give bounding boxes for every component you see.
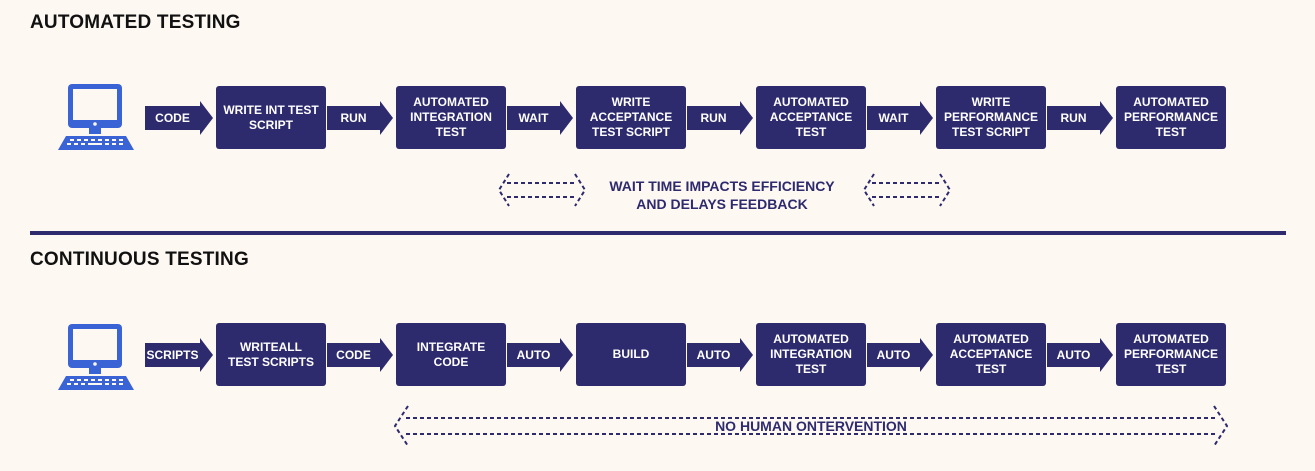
step-integrate-code: INTEGRATE CODE [396,323,506,386]
step-automated-integration-test: AUTOMATED INTEGRATION TEST [756,323,866,386]
section-divider [30,231,1286,235]
continuous-testing-title: CONTINUOUS TESTING [30,249,249,270]
step-write-performance-test-script: WRITE PERFORMANCE TEST SCRIPT [936,86,1046,149]
dashed-double-arrow-icon [862,173,952,207]
flow-arrow-auto: AUTO [867,338,933,372]
flow-arrow-run: RUN [1047,101,1113,135]
step-write-acceptance-test-script: WRITE ACCEPTANCE TEST SCRIPT [576,86,686,149]
computer-icon [58,84,134,150]
step-write-int-test-script: WRITE INT TEST SCRIPT [216,86,326,149]
flow-arrow-code: CODE [145,101,213,135]
flow-arrow-run: RUN [687,101,753,135]
no-human-intervention-note: NO HUMAN ONTERVENTION [715,418,907,434]
flow-arrow-code: CODE [327,338,393,372]
flow-arrow-auto: AUTO [1047,338,1113,372]
step-automated-performance-test: AUTOMATED PERFORMANCE TEST [1116,323,1226,386]
flow-arrow-auto: AUTO [507,338,573,372]
step-automated-acceptance-test: AUTOMATED ACCEPTANCE TEST [936,323,1046,386]
flow-arrow-scripts: SCRIPTS [145,338,213,372]
flow-arrow-wait: WAIT [507,101,573,135]
flow-arrow-run: RUN [327,101,393,135]
step-write-all-test-scripts: WRITEALL TEST SCRIPTS [216,323,326,386]
flow-arrow-auto: AUTO [687,338,753,372]
step-automated-integration-test: AUTOMATED INTEGRATION TEST [396,86,506,149]
computer-icon [58,324,134,390]
automated-testing-title: AUTOMATED TESTING [30,12,241,33]
dashed-double-arrow-icon [393,405,1229,447]
step-automated-acceptance-test: AUTOMATED ACCEPTANCE TEST [756,86,866,149]
step-automated-performance-test: AUTOMATED PERFORMANCE TEST [1116,86,1226,149]
wait-time-note: WAIT TIME IMPACTS EFFICIENCY AND DELAYS … [609,178,835,212]
flow-arrow-wait: WAIT [867,101,933,135]
dashed-double-arrow-icon [497,173,587,207]
step-build: BUILD [576,323,686,386]
